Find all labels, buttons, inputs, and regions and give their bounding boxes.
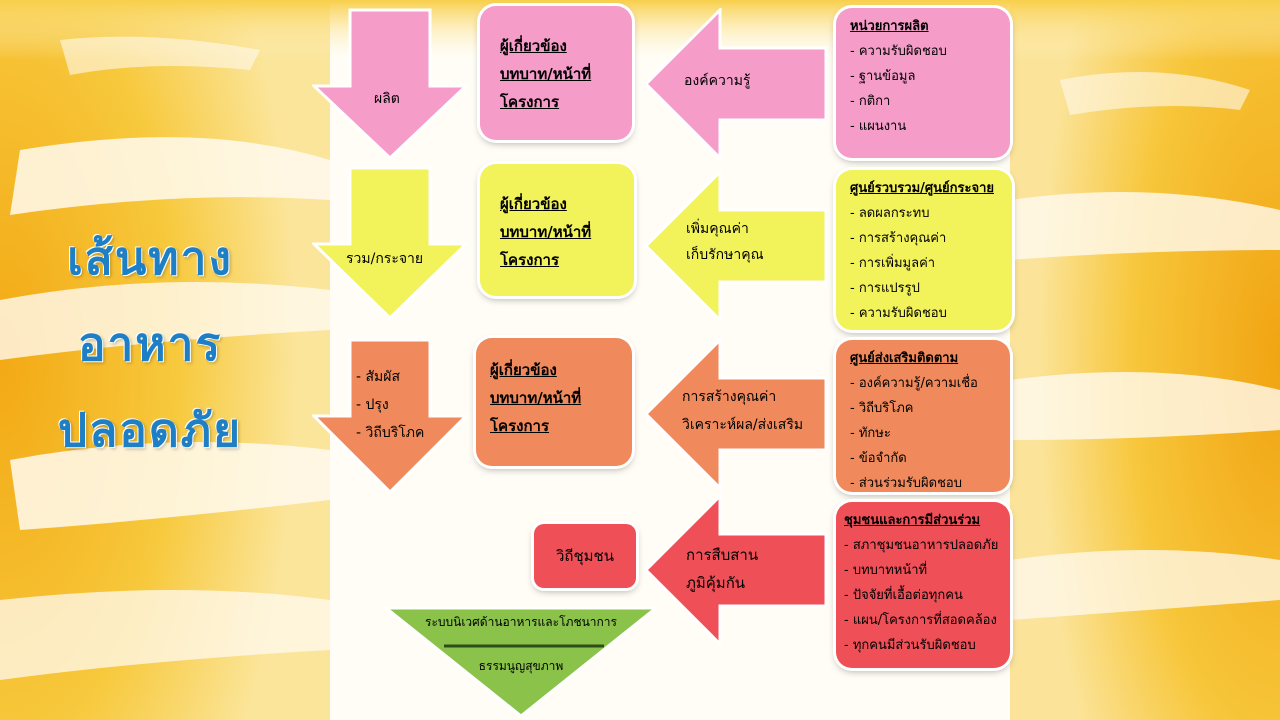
left-arrow-value-label-2: เก็บรักษาคุณ	[686, 247, 764, 263]
list-item: - สภาชุมชนอาหารปลอดภัย	[844, 538, 999, 553]
down-arrow-consume-label-3: - วิถีบริโภค	[356, 425, 425, 441]
role-project: โครงการ	[490, 417, 550, 435]
list-item: - แผนงาน	[850, 119, 907, 134]
title-line-1: เส้นทาง	[67, 231, 233, 285]
down-arrow-consume-label-1: - สัมผัส	[356, 369, 401, 385]
list-header: ศูนย์รวบรวม/ศูนย์กระจาย	[850, 181, 995, 196]
role-box-produce: ผู้เกี่ยวข้อง บทบาท/หน้าที่ โครงการ	[480, 6, 632, 140]
list-item: - ข้อจำกัด	[850, 451, 907, 466]
down-arrow-consume	[312, 338, 468, 494]
list-header: ศูนย์ส่งเสริมติดตาม	[850, 351, 959, 366]
down-arrow-produce	[312, 8, 468, 160]
role-box-consume: ผู้เกี่ยวข้อง บทบาท/หน้าที่ โครงการ	[476, 338, 632, 466]
community-box-label: วิถีชุมชน	[555, 547, 614, 565]
list-item: - วิถีบริโภค	[850, 401, 914, 416]
left-arrow-analysis-label-2: วิเคราะห์ผล/ส่งเสริม	[682, 417, 804, 433]
list-item: - การเพิ่มมูลค่า	[850, 256, 936, 271]
down-arrow-collect-label: รวม/กระจาย	[346, 251, 424, 267]
list-box-community: ชุมชนและการมีส่วนร่วม - สภาชุมชนอาหารปลอ…	[836, 502, 1010, 668]
down-arrow-produce-label: ผลิต	[374, 91, 400, 107]
triangle-bottom-text: ธรรมนูญสุขภาพ	[478, 659, 564, 673]
left-arrow-heritage-label-2: ภูมิคุ้มกัน	[686, 574, 746, 592]
list-item: - ฐานข้อมูล	[850, 69, 916, 84]
triangle-top-text: ระบบนิเวศด้านอาหารและโภชนาการ	[425, 615, 617, 629]
left-arrow-heritage-label-1: การสืบสาน	[686, 546, 759, 564]
list-item: - ความรับผิดชอบ	[850, 44, 947, 59]
role-project: โครงการ	[500, 93, 560, 111]
list-box-collection-center: ศูนย์รวบรวม/ศูนย์กระจาย - ลดผลกระทบ - กา…	[836, 170, 1012, 330]
list-item: - ปัจจัยที่เอื้อต่อทุกคน	[844, 588, 963, 603]
list-box-promotion-center: ศูนย์ส่งเสริมติดตาม - องค์ความรู้/ความเช…	[836, 340, 1010, 492]
list-header: ชุมชนและการมีส่วนร่วม	[844, 513, 981, 528]
list-item: - ความรับผิดชอบ	[850, 306, 947, 321]
role-box-collect: ผู้เกี่ยวข้อง บทบาท/หน้าที่ โครงการ	[480, 164, 634, 296]
list-item: - ทุกคนมีส่วนรับผิดชอบ	[844, 638, 976, 653]
list-item: - แผน/โครงการที่สอดคล้อง	[844, 613, 997, 628]
list-header: หน่วยการผลิต	[850, 19, 929, 34]
ecosystem-triangle	[384, 606, 658, 718]
role-stakeholder: ผู้เกี่ยวข้อง	[490, 361, 557, 379]
title-line-3: ปลอดภัย	[57, 403, 243, 457]
left-arrow-knowledge	[644, 8, 828, 160]
left-arrow-value	[644, 170, 828, 322]
list-box-production-unit: หน่วยการผลิต - ความรับผิดชอบ - ฐานข้อมูล…	[836, 8, 1010, 158]
list-item: - การแปรรูป	[850, 281, 920, 296]
left-arrow-knowledge-label: องค์ความรู้	[684, 73, 751, 89]
role-stakeholder: ผู้เกี่ยวข้อง	[500, 195, 567, 213]
role-duty: บทบาท/หน้าที่	[500, 65, 592, 83]
role-duty: บทบาท/หน้าที่	[500, 223, 592, 241]
down-arrow-consume-label-2: - ปรุง	[356, 397, 389, 413]
list-item: - การสร้างคุณค่า	[850, 231, 947, 246]
list-item: - ส่วนร่วมรับผิดชอบ	[850, 476, 962, 491]
down-arrow-collect	[312, 166, 468, 320]
list-item: - กติกา	[850, 94, 891, 109]
community-box: วิถีชุมชน	[534, 524, 636, 588]
list-item: - องค์ความรู้/ความเชื่อ	[850, 376, 978, 391]
left-arrow-value-label-1: เพิ่มคุณค่า	[686, 221, 749, 237]
role-stakeholder: ผู้เกี่ยวข้อง	[500, 37, 567, 55]
role-project: โครงการ	[500, 251, 560, 269]
title-line-2: อาหาร	[77, 317, 223, 371]
left-arrow-analysis	[644, 338, 828, 490]
left-arrow-analysis-label-1: การสร้างคุณค่า	[682, 389, 777, 405]
list-item: - ลดผลกระทบ	[850, 206, 930, 221]
list-item: - ทักษะ	[850, 426, 891, 441]
left-arrow-heritage	[644, 494, 828, 646]
role-duty: บทบาท/หน้าที่	[490, 389, 582, 407]
list-item: - บทบาทหน้าที่	[844, 563, 928, 578]
